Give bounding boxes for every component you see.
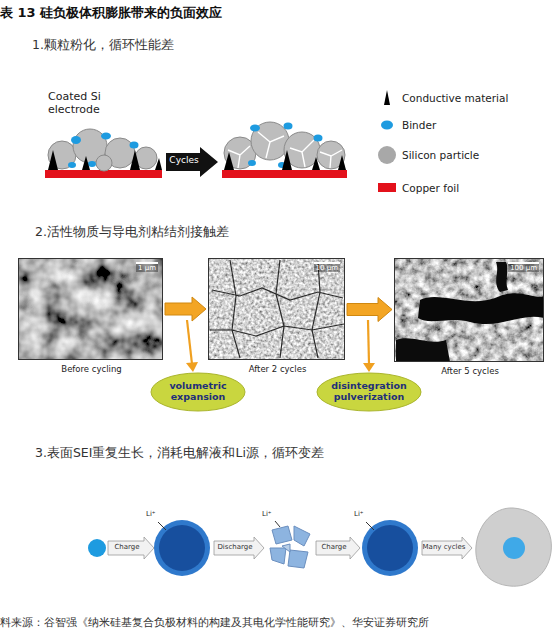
sei-sequence [88, 508, 551, 586]
ion-label: Li⁺ [146, 510, 156, 518]
sem-image-panel: 1 μmBefore cycling [18, 258, 163, 360]
legend-swatch-shape [384, 90, 390, 105]
electrode-before [45, 129, 162, 178]
ellipse-shape [317, 373, 421, 411]
section-heading: 2.活性物质与导电剂粘结剂接触差 [35, 224, 229, 239]
arrow-label: Cycles [168, 155, 200, 166]
legend-swatch [376, 178, 398, 198]
sem-image-panel: 10 μmAfter 2 cycles [208, 258, 345, 360]
legend-text: Copper foil [402, 182, 459, 194]
image-caption: After 5 cycles [395, 366, 545, 376]
block-arrow [165, 297, 206, 321]
ellipse-shape [151, 373, 245, 411]
figure-title: 表 13 硅负极体积膨胀带来的负面效应 [0, 4, 222, 22]
scale-bar-label: 1 μm [136, 262, 158, 272]
electrode-after [222, 122, 347, 178]
legend-text: Binder [402, 119, 436, 131]
ellipse-text-box: disintegration pulverization [316, 372, 422, 412]
legend-swatch-shape [381, 121, 393, 130]
ellipse-text: disintegration pulverization [323, 381, 415, 403]
legend-swatch [376, 115, 398, 135]
sem-image-panel: 100 μmAfter 5 cycles [394, 258, 544, 362]
step-label: Charge [108, 543, 146, 551]
legend-swatch [376, 88, 398, 108]
cycles-arrow [166, 147, 218, 177]
ellipse-text-box: volumetric expansion [150, 372, 246, 412]
scale-bar-label: 100 μm [508, 262, 539, 272]
section-heading: 1.颗粒粉化，循环性能差 [32, 37, 174, 52]
legend-swatch-shape [378, 146, 396, 164]
ellipse-text: volumetric expansion [157, 381, 239, 403]
step-label: Charge [314, 543, 354, 551]
legend-swatch [376, 145, 398, 165]
block-arrow [347, 298, 392, 322]
ion-label: Li⁺ [354, 510, 364, 518]
ion-label: Li⁺ [262, 510, 272, 518]
effect-ellipse: volumetric expansion [150, 372, 246, 412]
legend-swatch-shape [378, 183, 396, 192]
legend-text: Silicon particle [402, 149, 479, 161]
step-label: Many cycles [420, 543, 468, 551]
image-caption: Before cycling [19, 364, 164, 374]
scale-bar-label: 10 μm [314, 262, 340, 272]
electrode-label: Coated Si electrode [48, 90, 130, 116]
sem-images [18, 258, 544, 362]
effect-ellipse: disintegration pulverization [316, 372, 422, 412]
step-label: Discharge [212, 543, 258, 551]
section-heading: 3.表面SEI重复生长，消耗电解液和Li源，循环变差 [35, 445, 324, 460]
legend-text: Conductive material [402, 92, 508, 104]
image-caption: After 2 cycles [209, 364, 346, 374]
source-caption: 料来源：谷智强《纳米硅基复合负极材料的构建及其电化学性能研究》、华安证券研究所 [0, 616, 429, 630]
